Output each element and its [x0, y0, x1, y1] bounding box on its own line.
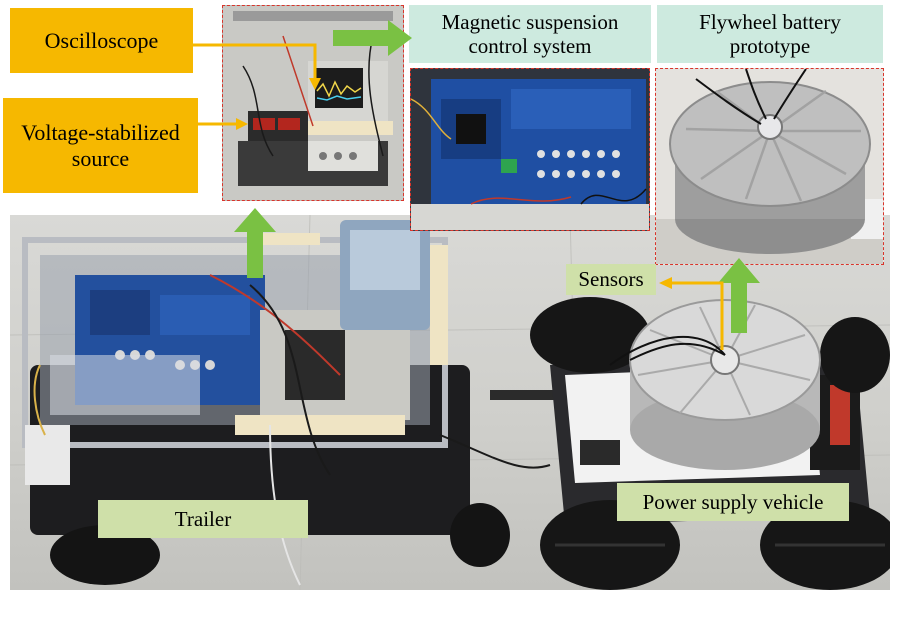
main-photo-drawing [10, 215, 890, 590]
voltage-label-line2: source [71, 145, 130, 171]
flywheel-photo-drawing [656, 69, 883, 264]
flywheel-label-line2: prototype [729, 34, 811, 58]
flywheel-label-line1: Flywheel battery [699, 9, 841, 34]
sensors-label-text: Sensors [578, 267, 644, 292]
control-system-label: Magnetic suspension control system [409, 5, 651, 63]
trailer-label: Trailer [98, 500, 308, 538]
oscilloscope-label-text: Oscilloscope [44, 27, 159, 53]
control-system-photo-drawing [411, 69, 649, 230]
voltage-source-label: Voltage-stabilized source [3, 98, 198, 193]
control-label-line2: control system [468, 34, 592, 58]
inset-oscilloscope-photo [222, 5, 404, 201]
voltage-label-line1: Voltage-stabilized [21, 120, 180, 146]
power-supply-vehicle-label: Power supply vehicle [617, 483, 849, 521]
control-label-line1: Magnetic suspension [441, 9, 619, 34]
flywheel-label: Flywheel battery prototype [657, 5, 883, 63]
sensors-label: Sensors [566, 264, 656, 295]
inset-control-system-photo [410, 68, 650, 231]
oscilloscope-photo-drawing [223, 6, 403, 200]
oscilloscope-label: Oscilloscope [10, 8, 193, 73]
psv-label-text: Power supply vehicle [642, 489, 824, 514]
trailer-label-text: Trailer [174, 506, 232, 531]
inset-flywheel-photo [655, 68, 884, 265]
